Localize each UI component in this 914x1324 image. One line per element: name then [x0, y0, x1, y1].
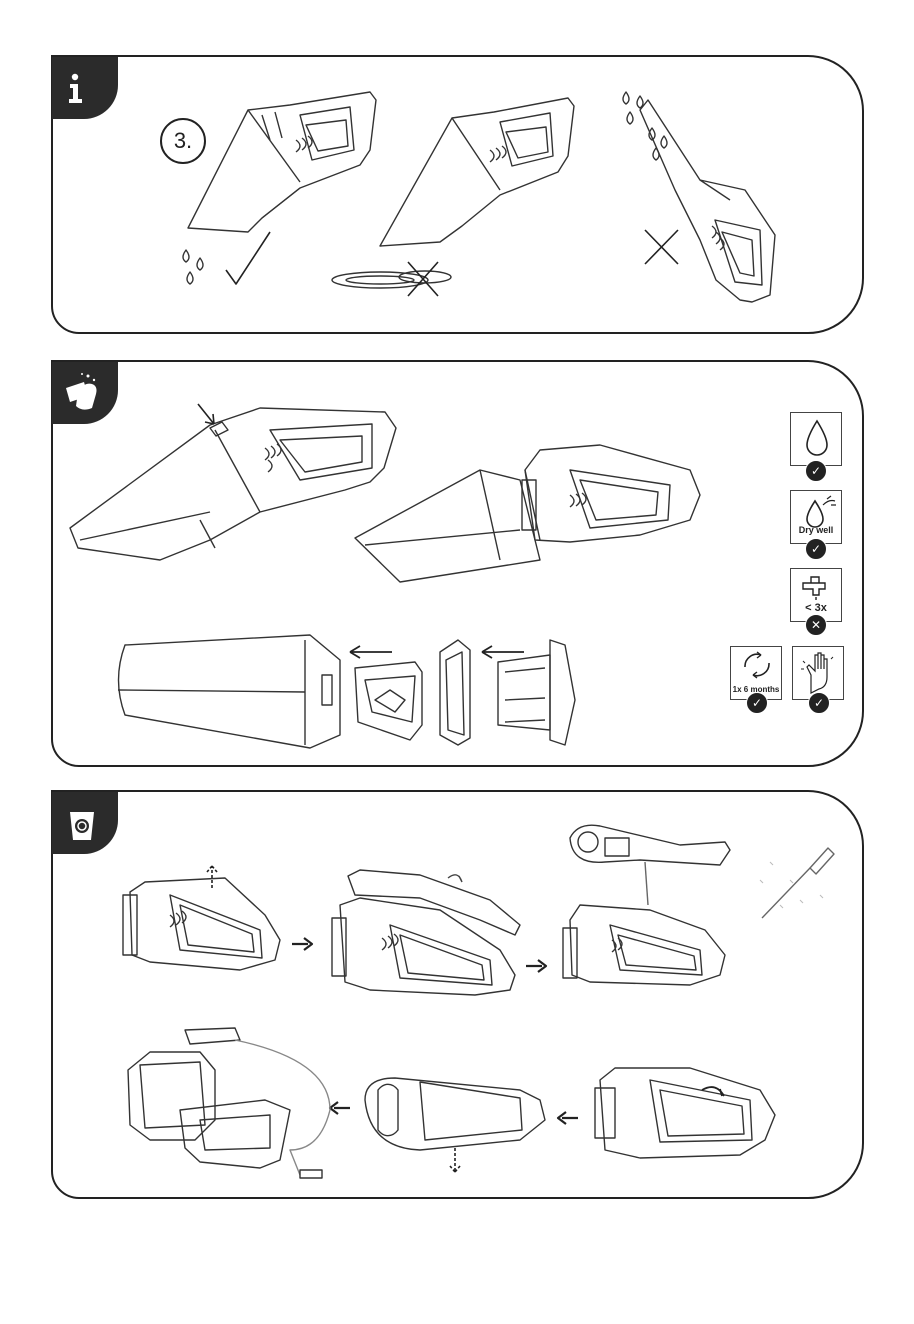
dry-well-icon-box: Dry well	[790, 490, 842, 544]
cleaning-tab	[52, 362, 118, 424]
wipe-hand-icon	[52, 362, 118, 424]
ok-badge-icon: ✓	[808, 692, 830, 714]
ok-badge-icon: ✓	[805, 460, 827, 482]
replace-cycle-icon	[731, 647, 783, 683]
info-panel	[51, 55, 864, 334]
cleaning-panel	[51, 360, 864, 767]
tap-caption: < 3x	[791, 602, 841, 614]
info-tab	[52, 57, 118, 119]
water-drop-icon-box	[790, 412, 842, 466]
step-number-label: 3.	[160, 118, 206, 164]
ok-badge-icon: ✓	[805, 538, 827, 560]
info-icon	[52, 57, 118, 119]
disposal-panel	[51, 790, 864, 1199]
water-drop-icon	[791, 413, 843, 467]
dry-well-caption: Dry well	[791, 525, 841, 535]
tap-icon	[791, 569, 843, 603]
recycle-bin-icon	[52, 792, 118, 854]
disposal-tab	[52, 792, 118, 854]
ok-badge-icon: ✓	[746, 692, 768, 714]
no-badge-icon: ✕	[805, 614, 827, 636]
